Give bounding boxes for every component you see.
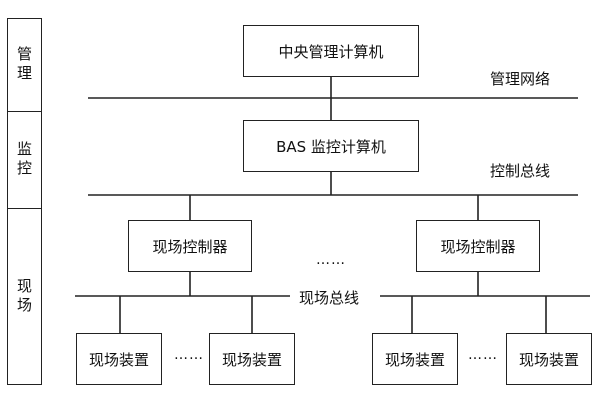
field-bus-label: 现场总线 xyxy=(299,289,360,307)
field-device-2: 现场装置 xyxy=(209,333,295,385)
control-bus-label: 控制总线 xyxy=(490,162,551,180)
field-controller-left: 现场控制器 xyxy=(128,220,252,272)
level-column xyxy=(7,18,42,385)
level-divider-2 xyxy=(7,208,42,209)
field-device-3: 现场装置 xyxy=(372,333,458,385)
bas-monitoring-computer: BAS 监控计算机 xyxy=(243,120,419,172)
level-divider-1 xyxy=(7,111,42,112)
devices-right-ellipsis: …… xyxy=(468,347,498,363)
level-management: 管理 xyxy=(15,45,33,84)
level-field: 现场 xyxy=(15,277,33,316)
central-management-computer: 中央管理计算机 xyxy=(243,25,419,77)
field-device-4: 现场装置 xyxy=(506,333,592,385)
controllers-ellipsis: …… xyxy=(316,252,346,268)
level-monitoring: 监控 xyxy=(15,140,33,179)
field-device-1: 现场装置 xyxy=(76,333,162,385)
devices-left-ellipsis: …… xyxy=(174,347,204,363)
field-controller-right: 现场控制器 xyxy=(416,220,540,272)
management-network-label: 管理网络 xyxy=(490,70,551,88)
